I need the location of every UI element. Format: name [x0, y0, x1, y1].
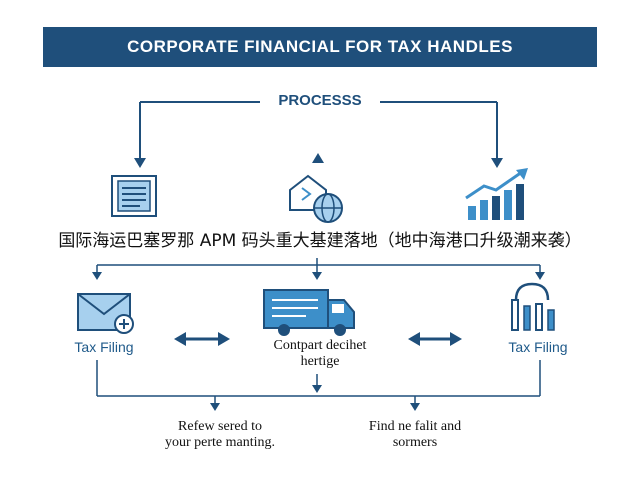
document-icon: [111, 175, 157, 217]
arrow-down-mid-left: [92, 272, 102, 280]
envelope-plus-icon: [77, 293, 134, 334]
arrow-down-bottom-right: [410, 403, 420, 411]
house-globe-icon: [289, 174, 343, 223]
title-banner: CORPORATE FINANCIAL FOR TAX HANDLES: [43, 27, 597, 67]
bottom-left-line2: your perte manting.: [164, 435, 276, 450]
headset-bars-icon: [511, 282, 555, 331]
diagram-title: CORPORATE FINANCIAL FOR TAX HANDLES: [127, 37, 513, 56]
arrow-down-left: [134, 158, 146, 168]
bottom-left-line1: Refew sered to: [178, 419, 262, 434]
arrow-down-mid-right: [535, 272, 545, 280]
overlay-caption: 国际海运巴塞罗那 APM 码头重大基建落地（地中海港口升级潮来袭）: [0, 228, 640, 254]
double-arrow-left: [174, 332, 230, 346]
arrow-down-bottom-center: [312, 385, 322, 393]
bottom-right-label: Find ne falit and sormers: [340, 419, 490, 451]
tax-filing-left-label: Tax Filing: [74, 339, 134, 355]
arrow-down-bottom-left: [210, 403, 220, 411]
center-node-label: Contpart decihet hertige: [230, 338, 410, 370]
arrow-up-center: [312, 153, 324, 163]
bottom-right-line2: sormers: [392, 435, 438, 450]
tax-filing-right-label: Tax Filing: [508, 339, 568, 355]
top-connectors: [139, 101, 498, 160]
process-label: PROCESSS: [278, 92, 362, 109]
growth-chart-icon: [465, 168, 528, 220]
double-arrow-right: [408, 332, 462, 346]
arrow-down-mid-center: [312, 272, 322, 280]
center-label-line2: hertige: [300, 354, 340, 369]
truck-icon: [263, 289, 355, 336]
arrow-down-right: [491, 158, 503, 168]
bottom-right-line1: Find ne falit and: [368, 419, 462, 434]
bottom-left-label: Refew sered to your perte manting.: [140, 419, 300, 451]
center-label-line1: Contpart decihet: [273, 338, 367, 353]
